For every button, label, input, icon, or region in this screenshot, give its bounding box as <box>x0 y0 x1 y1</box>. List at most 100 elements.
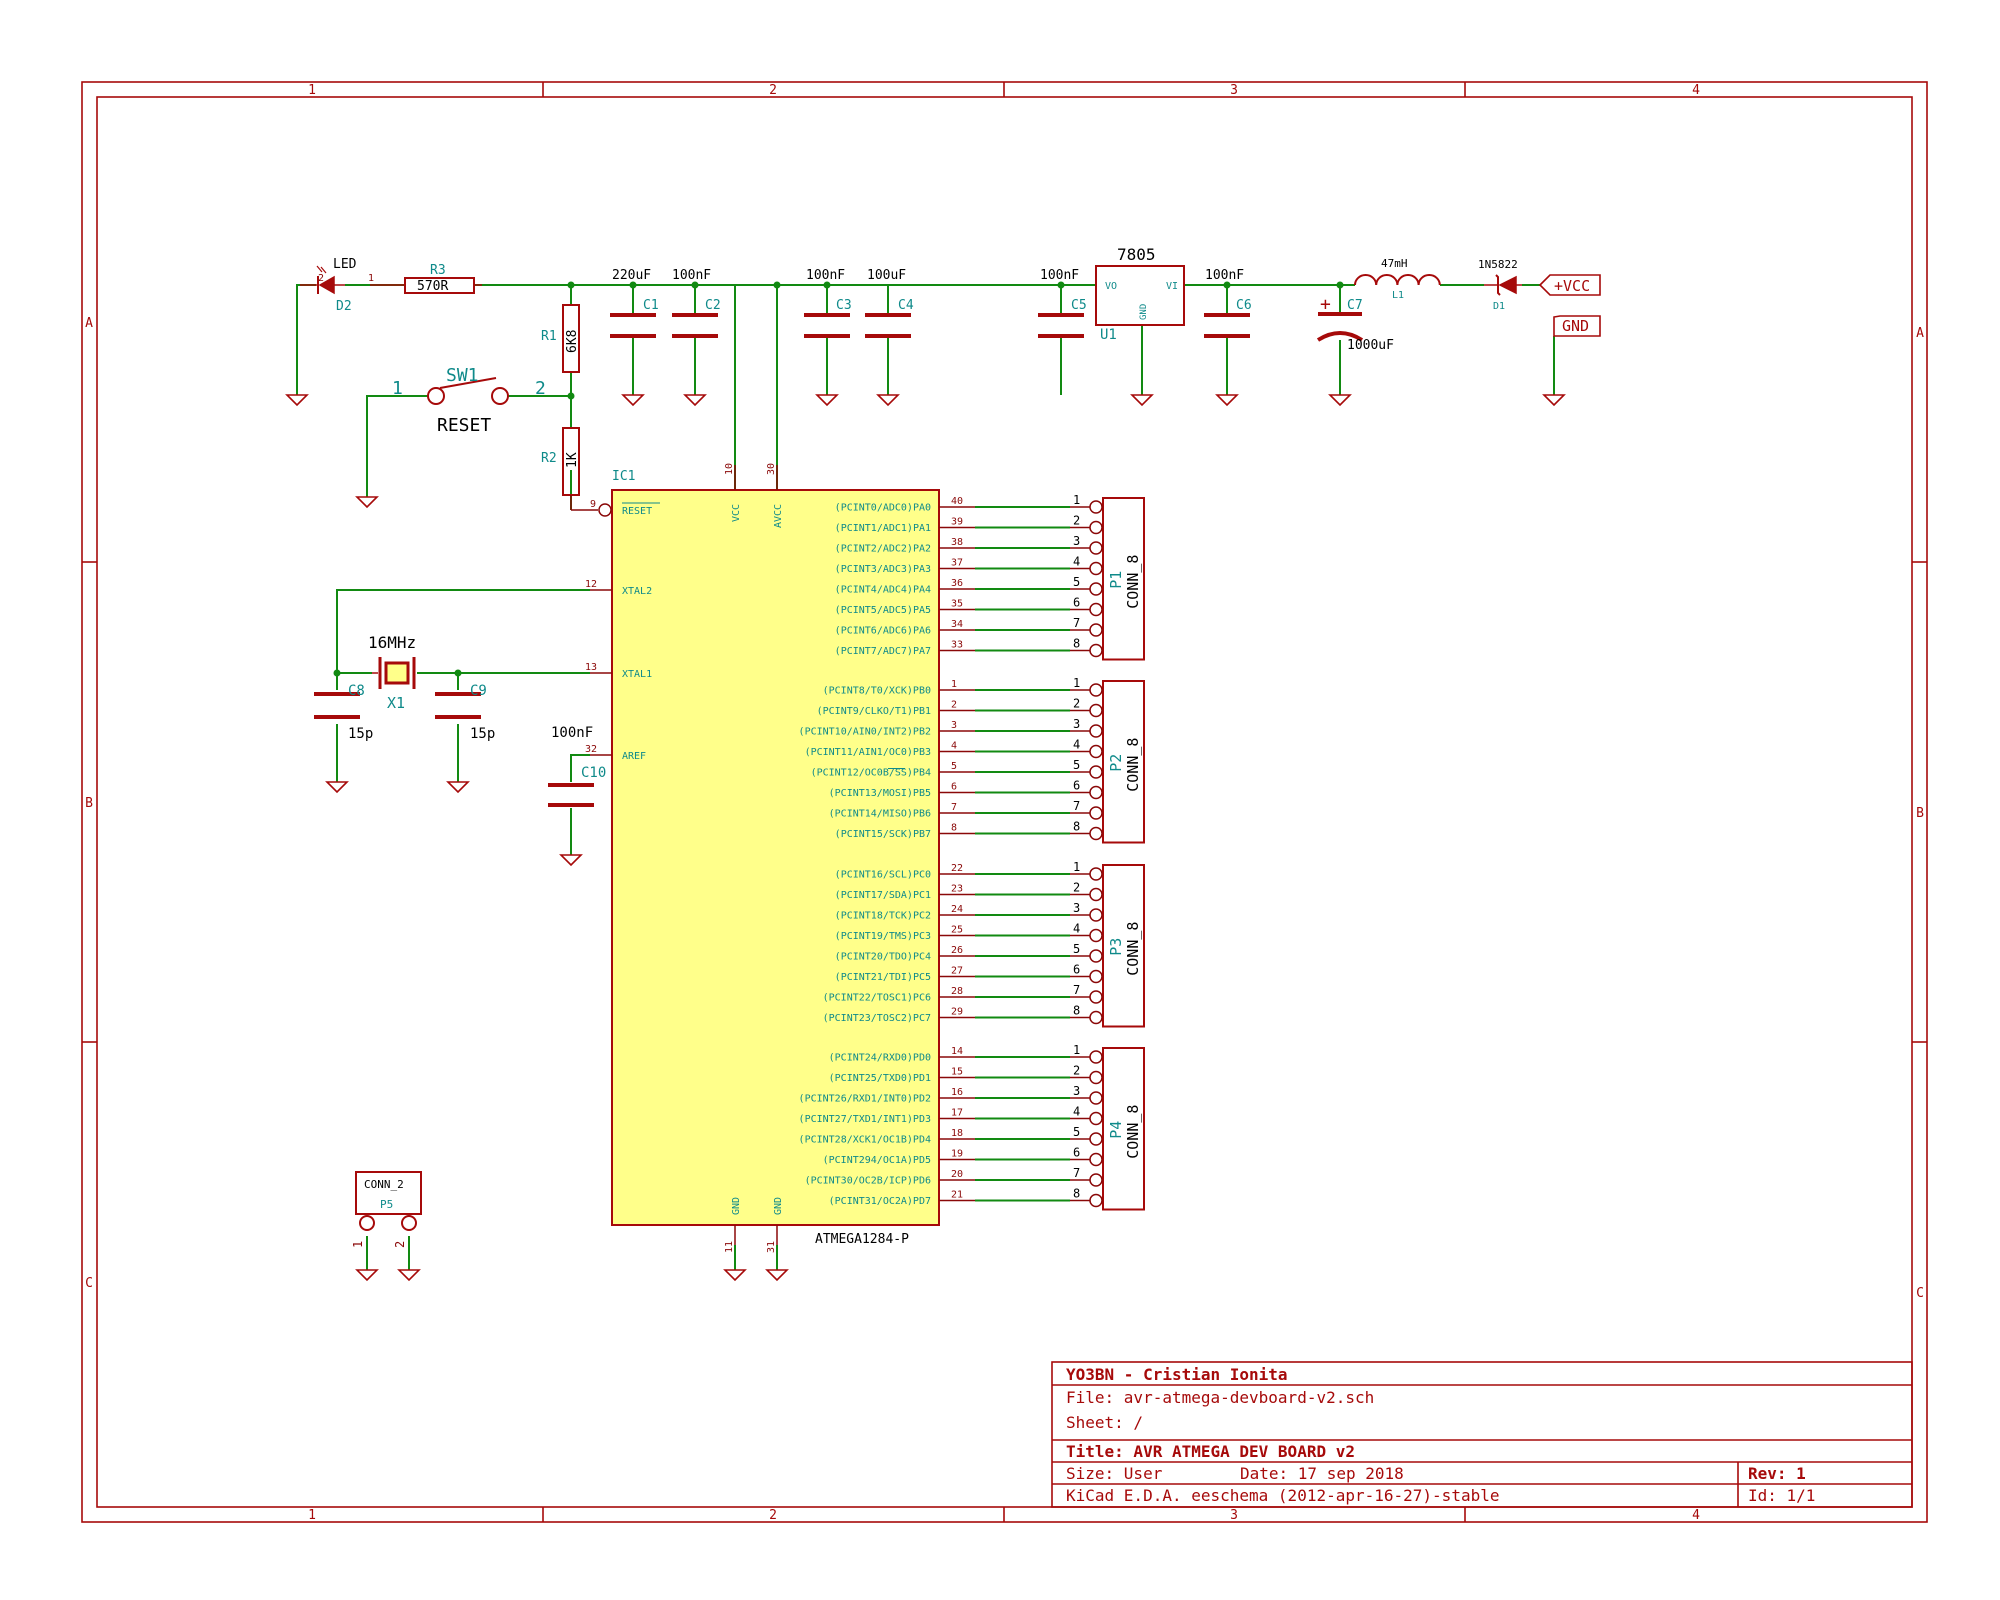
ic-pin-name: (PCINT11/AIN1/OC0)PB3 <box>805 747 931 758</box>
ic-pin-name: (PCINT15/SCK)PB7 <box>835 829 931 840</box>
c6-ref: C6 <box>1236 298 1252 313</box>
pin-num-xtal2: 12 <box>585 579 597 590</box>
c3-value: 100nF <box>806 268 845 283</box>
ic-pin-name: (PCINT19/TMS)PC3 <box>835 931 931 942</box>
connector-value: CONN_8 <box>1124 555 1142 609</box>
title-block: YO3BN - Cristian Ionita File: avr-atmega… <box>1051 1361 1913 1508</box>
ic-pin-name: (PCINT31/OC2A)PD7 <box>829 1196 931 1207</box>
ic-pin-num: 40 <box>951 496 963 507</box>
connector-pin-num: 7 <box>1073 616 1080 630</box>
c8-value: 15p <box>348 726 373 742</box>
ic-pin-num: 2 <box>951 700 957 711</box>
connector-pin <box>1089 1193 1103 1208</box>
ic-pin-name: (PCINT23/TOSC2)PC7 <box>823 1013 931 1024</box>
ic-pin-num: 26 <box>951 945 963 956</box>
connector-pin <box>1089 1050 1103 1064</box>
cap-c7[interactable]: + C7 1000uF <box>1316 294 1394 353</box>
connector-pin-num: 4 <box>1073 555 1080 569</box>
ic-pin-num: 1 <box>951 679 957 690</box>
inductor-l1[interactable]: 47mH L1 <box>1354 257 1441 301</box>
connector-pin <box>1089 785 1103 800</box>
r2-ref: R2 <box>541 451 557 466</box>
col-label: 3 <box>1230 1508 1238 1523</box>
u1-value: 7805 <box>1117 245 1156 264</box>
r3-ref: R3 <box>430 263 446 278</box>
resistor-r3[interactable]: R3 570R <box>370 263 482 294</box>
ic-pin-name: (PCINT294/OC1A)PD5 <box>823 1155 931 1166</box>
connector-pin-num: 4 <box>1073 738 1080 752</box>
connector-pin-num: 5 <box>1073 1125 1080 1139</box>
d2-ref: D2 <box>336 299 352 314</box>
caps-top <box>610 313 1250 338</box>
regulator-u1[interactable]: 7805 U1 VO VI GND <box>1095 245 1185 343</box>
sw1-pin-2: 2 <box>535 378 546 399</box>
col-label: 4 <box>1692 1508 1700 1523</box>
sw1-ref: SW1 <box>446 365 479 386</box>
pin-num-reset: 9 <box>590 499 596 510</box>
connector-pin <box>1089 949 1103 963</box>
connector-pin-num: 1 <box>1073 676 1080 690</box>
r2-value: 1K <box>565 452 580 468</box>
p5-value: CONN_2 <box>364 1178 404 1191</box>
connector-pin-num: 8 <box>1073 637 1080 651</box>
pin-name-gnd-31: GND <box>773 1197 784 1215</box>
connector-pin <box>1089 908 1103 922</box>
switch-sw1[interactable]: SW1 RESET 1 2 <box>392 365 546 436</box>
ic-port-pins: (PCINT0/ADC0)PA040(PCINT1/ADC1)PA139(PCI… <box>799 496 975 1207</box>
connector-pin-num: 1 <box>1073 860 1080 874</box>
tb-size: Size: User <box>1066 1464 1163 1483</box>
connector-p5[interactable]: CONN_2 P5 1 2 <box>351 1171 422 1248</box>
connector-pin-num: 5 <box>1073 758 1080 772</box>
c10-value: 100nF <box>551 725 593 741</box>
ic-pin-name: (PCINT0/ADC0)PA0 <box>835 503 931 514</box>
connector-pin <box>1089 1010 1103 1025</box>
row-label: B <box>85 796 93 811</box>
connector-pin <box>1089 683 1103 697</box>
resistor-r2[interactable]: R2 1K <box>541 427 598 511</box>
ic1-atmega[interactable]: IC1 ATMEGA1284-P 9 RESET 12 XTAL2 13 XTA… <box>585 463 975 1253</box>
diode-d1[interactable]: 1N5822 D1 <box>1478 258 1522 312</box>
connector-pin-num: 6 <box>1073 596 1080 610</box>
ic-pin-name: (PCINT13/MOSI)PB5 <box>829 788 931 799</box>
ic-pin-num: 34 <box>951 619 963 630</box>
ic-pin-name: (PCINT12/OC0B/SS)PB4 <box>811 768 931 779</box>
c7-ref: C7 <box>1347 298 1363 313</box>
sheet-frame <box>81 81 1928 1523</box>
ic-pin-num: 3 <box>951 720 957 731</box>
ic-pin-num: 36 <box>951 578 963 589</box>
ic-pin-num: 15 <box>951 1067 963 1078</box>
connector-pin <box>1089 1070 1103 1085</box>
c7-value: 1000uF <box>1347 338 1394 353</box>
vcc-port: +VCC <box>1538 274 1601 296</box>
connector-pin-num: 3 <box>1073 717 1080 731</box>
pin-name-aref: AREF <box>622 751 646 762</box>
connector-pin <box>1089 806 1103 820</box>
resistor-r1[interactable]: R1 6K8 <box>541 304 580 373</box>
connector-pin <box>1089 928 1103 943</box>
tb-file: File: avr-atmega-devboard-v2.sch <box>1066 1388 1374 1407</box>
connector-pin-num: 3 <box>1073 901 1080 915</box>
p5-pin-1: 1 <box>351 1241 365 1248</box>
led-d2[interactable]: LED D2 1 2 <box>300 257 374 314</box>
caps-crystal <box>314 692 594 807</box>
connector-pin-num: 2 <box>1073 1064 1080 1078</box>
pin-num-gnd-11: 11 <box>724 1241 735 1253</box>
d1-value: 1N5822 <box>1478 258 1518 271</box>
crystal-x1[interactable]: 16MHz X1 <box>368 633 416 712</box>
ic-pin-num: 24 <box>951 904 963 915</box>
col-label: 4 <box>1692 83 1700 98</box>
connector-ref: P4 <box>1107 1121 1125 1139</box>
connector-pin-num: 8 <box>1073 1187 1080 1201</box>
connector-ref: P3 <box>1107 938 1125 956</box>
ic1-value: ATMEGA1284-P <box>815 1232 909 1247</box>
connector-pin-num: 5 <box>1073 942 1080 956</box>
tb-company: YO3BN - Cristian Ionita <box>1066 1365 1288 1384</box>
wires <box>296 284 1555 1270</box>
c10-ref: C10 <box>581 765 606 781</box>
pin-name-gnd-11: GND <box>731 1197 742 1215</box>
